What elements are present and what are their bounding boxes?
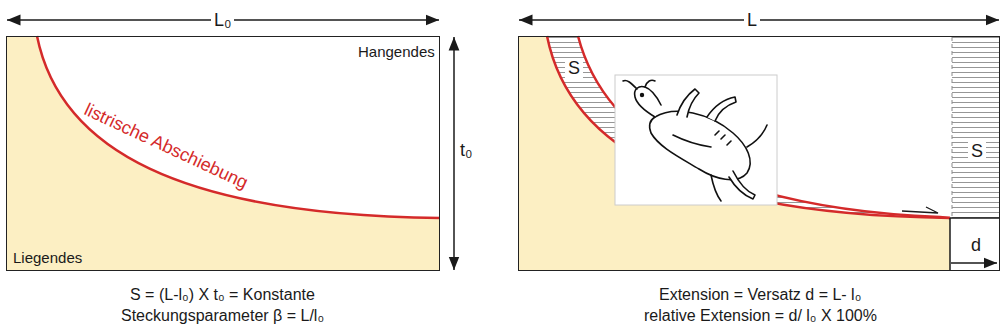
formula-text: Extension = Versatz d = L- l₀ [659, 286, 861, 304]
fault-curve [547, 36, 950, 218]
thickness-arrow [453, 37, 455, 270]
formula-text: S = (L-l₀) X t₀ = Konstante [130, 286, 315, 304]
fault-label: listrische Abschiebung [81, 99, 251, 193]
detachment-line [950, 217, 1000, 219]
footwall-fill [518, 36, 950, 271]
footwall-fill [6, 36, 440, 271]
block-label: Liegendes [13, 249, 82, 266]
dimension-label: d [971, 235, 981, 256]
dashed-line [952, 37, 953, 218]
gap-hatch [547, 36, 950, 218]
block-label: Hangendes [358, 43, 435, 60]
area-hatch [952, 37, 999, 218]
slip-arrow [902, 207, 938, 213]
hangingwall-base [578, 36, 950, 218]
extended-rock-block: S Sd [518, 36, 1000, 271]
area-label: S [968, 141, 986, 162]
fault-curve [37, 36, 440, 218]
rock-block: Hangendes listrische AbschiebungLiegendes [6, 36, 440, 271]
dimension-label: t₀ [460, 140, 472, 161]
formula-text: Steckungsparameter β = L/l₀ [121, 307, 324, 325]
offset-arrow [951, 262, 997, 264]
dimension-label: L₀ [211, 10, 234, 31]
area-label: S [565, 58, 583, 79]
formula-text: relative Extension = d/ l₀ X 100% [644, 307, 877, 325]
footwall-edge [949, 218, 951, 271]
bull-sketch [615, 75, 777, 205]
dimension-label: L [744, 10, 760, 31]
